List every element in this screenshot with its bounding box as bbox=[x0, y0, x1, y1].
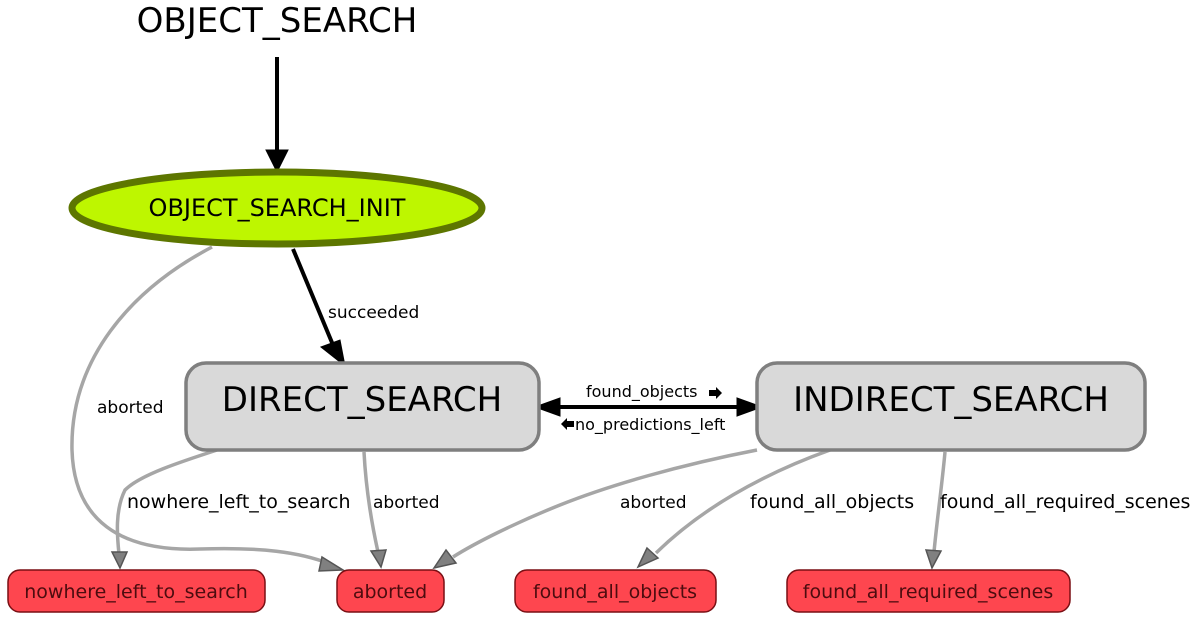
arrowhead-start-init bbox=[265, 149, 289, 174]
edge-indirect-aborted[interactable] bbox=[452, 448, 758, 559]
arrowhead-direct-nowhere bbox=[110, 551, 129, 570]
arrowhead-init-direct bbox=[319, 339, 346, 368]
edge-init-aborted[interactable] bbox=[70, 245, 331, 566]
outcome-found-all-required-scenes-label: found_all_required_scenes bbox=[803, 581, 1053, 603]
edge-label-indirect-found-all: found_all_objects bbox=[750, 491, 914, 513]
edge-label-found-objects: found_objects bbox=[586, 382, 698, 402]
edge-label-direct-aborted: aborted bbox=[373, 493, 440, 513]
node-object-search-init[interactable] bbox=[68, 168, 486, 248]
edge-indirect-found-scenes[interactable] bbox=[932, 451, 947, 553]
arrowhead-init-aborted bbox=[318, 555, 346, 572]
found-objects-arrow-icon bbox=[709, 387, 722, 399]
edge-init-direct[interactable] bbox=[291, 248, 335, 346]
active-arrowheads bbox=[265, 149, 764, 417]
edge-label-direct-nowhere: nowhere_left_to_search bbox=[127, 491, 350, 513]
node-direct-search[interactable] bbox=[184, 361, 541, 452]
arrowhead-indirect-aborted bbox=[432, 548, 458, 570]
container-title: OBJECT_SEARCH bbox=[137, 1, 418, 41]
arrowhead-indirect-found-all bbox=[636, 546, 660, 569]
node-indirect-search-label: INDIRECT_SEARCH bbox=[793, 380, 1109, 420]
edge-label-no-predictions-left: no_predictions_left bbox=[575, 415, 725, 435]
arrowhead-direct-aborted bbox=[369, 549, 388, 569]
outcome-aborted[interactable] bbox=[336, 569, 445, 613]
edge-label-indirect-aborted: aborted bbox=[620, 493, 687, 513]
outcome-nowhere-left-to-search-label: nowhere_left_to_search bbox=[24, 581, 247, 603]
edge-direct-nowhere[interactable] bbox=[115, 448, 218, 555]
no-predictions-arrow-icon bbox=[561, 418, 574, 430]
edge-indirect-found-all[interactable] bbox=[654, 448, 831, 555]
arrowhead-indirect-found-scenes bbox=[924, 549, 943, 570]
edge-label-succeeded: succeeded bbox=[328, 303, 419, 323]
outcome-found-all-required-scenes[interactable] bbox=[786, 569, 1071, 613]
inactive-edges bbox=[70, 245, 947, 566]
node-direct-search-label: DIRECT_SEARCH bbox=[222, 380, 502, 420]
node-indirect-search[interactable] bbox=[755, 361, 1147, 452]
arrowhead-to-indirect bbox=[736, 397, 764, 417]
inactive-arrowheads bbox=[110, 546, 943, 572]
outcome-found-all-objects[interactable] bbox=[514, 569, 717, 613]
outcome-found-all-objects-label: found_all_objects bbox=[533, 581, 697, 603]
active-edges bbox=[275, 57, 737, 409]
arrowhead-to-direct bbox=[533, 397, 561, 417]
edge-label-init-aborted: aborted bbox=[97, 398, 164, 418]
edge-label-indirect-found-scenes: found_all_required_scenes bbox=[940, 491, 1190, 513]
outcome-aborted-label: aborted bbox=[353, 581, 427, 603]
node-object-search-init-label: OBJECT_SEARCH_INIT bbox=[149, 194, 406, 222]
outcome-nowhere-left-to-search[interactable] bbox=[7, 569, 266, 613]
edge-direct-aborted[interactable] bbox=[362, 451, 380, 553]
